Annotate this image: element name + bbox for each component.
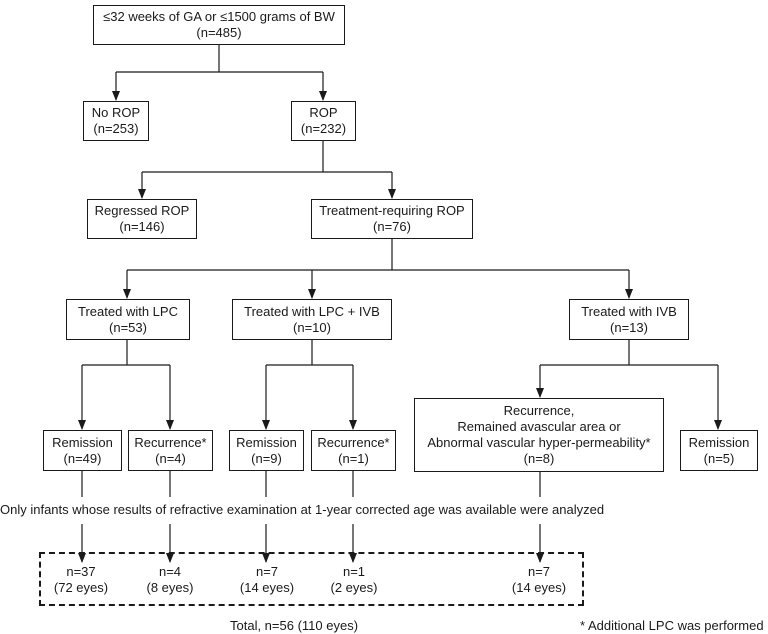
result-lpc-ivb-recurrence-n: n=1 [342, 564, 366, 579]
lpc-ivb-recurrence-label: Recurrence* [317, 434, 390, 450]
lpc-count: (n=53) [109, 319, 147, 335]
lpc-remission-label: Remission [52, 434, 113, 450]
lpc-ivb-remission-label: Remission [236, 434, 297, 450]
ivb-label: Treated with IVB [581, 303, 677, 319]
ivb-recurrence-line-3: Abnormal vascular hyper-permeability* [427, 435, 651, 450]
total-summary: Total, n=56 (110 eyes) [230, 618, 359, 633]
lpc-ivb-remission-count: (n=9) [251, 450, 282, 466]
box-rop: ROP (n=232) [291, 101, 356, 141]
ivb-remission-label: Remission [688, 434, 750, 450]
result-ivb-recurrence-eyes: (14 eyes) [511, 580, 567, 595]
box-treatment-requiring-rop: Treatment-requiring ROP (n=76) [311, 199, 473, 239]
ivb-recurrence-line-1: Recurrence, [503, 403, 575, 418]
box-ivb-recurrence: Recurrence, Remained avascular area or A… [414, 398, 664, 472]
root-count: (n=485) [196, 25, 242, 40]
footnote: * Additional LPC was performed [580, 618, 764, 633]
box-no-rop: No ROP (n=253) [83, 101, 149, 141]
result-lpc-recurrence-eyes: (8 eyes) [146, 580, 194, 595]
lpc-recurrence-label: Recurrence* [134, 434, 207, 450]
result-lpc-remission-n: n=37 [66, 564, 96, 579]
ivb-recurrence-count: (n=8) [523, 451, 555, 466]
result-lpc-ivb-recurrence-eyes: (2 eyes) [330, 580, 378, 595]
lpc-recurrence-count: (n=4) [155, 450, 186, 466]
ivb-recurrence-line-2: Remained avascular area or [457, 419, 621, 434]
regressed-label: Regressed ROP [94, 203, 190, 218]
result-lpc-ivb-recurrence: n=1 (2 eyes) [314, 564, 394, 596]
result-lpc-remission: n=37 (72 eyes) [43, 564, 119, 596]
no-rop-label: No ROP [91, 105, 141, 120]
box-treated-lpc: Treated with LPC (n=53) [66, 299, 190, 340]
result-lpc-ivb-remission-eyes: (14 eyes) [239, 580, 295, 595]
lpc-ivb-count: (n=10) [293, 319, 331, 335]
rop-label: ROP [309, 105, 338, 120]
treatment-label: Treatment-requiring ROP [319, 203, 465, 218]
regressed-count: (n=146) [119, 219, 165, 234]
ivb-count: (n=13) [610, 319, 648, 335]
result-ivb-recurrence-n: n=7 [527, 564, 551, 579]
result-lpc-recurrence-n: n=4 [158, 564, 182, 579]
result-lpc-recurrence: n=4 (8 eyes) [130, 564, 210, 596]
box-lpc-remission: Remission (n=49) [43, 430, 122, 471]
box-treated-lpc-ivb: Treated with LPC + IVB (n=10) [232, 299, 392, 340]
ivb-remission-count: (n=5) [703, 450, 735, 466]
lpc-remission-count: (n=49) [63, 450, 102, 466]
rop-count: (n=232) [300, 121, 347, 136]
box-ivb-remission: Remission (n=5) [680, 430, 758, 471]
box-root-population: ≤32 weeks of GA or ≤1500 grams of BW (n=… [93, 5, 345, 45]
results-dashed-box [39, 552, 584, 606]
treatment-count: (n=76) [373, 219, 411, 234]
lpc-label: Treated with LPC [78, 303, 178, 319]
result-ivb-recurrence: n=7 (14 eyes) [499, 564, 579, 596]
lpc-ivb-label: Treated with LPC + IVB [244, 303, 380, 319]
box-regressed-rop: Regressed ROP (n=146) [87, 199, 197, 239]
box-treated-ivb: Treated with IVB (n=13) [569, 299, 689, 340]
result-lpc-ivb-remission-n: n=7 [255, 564, 279, 579]
lpc-ivb-recurrence-count: (n=1) [338, 450, 369, 466]
no-rop-count: (n=253) [93, 121, 139, 136]
box-lpc-ivb-remission: Remission (n=9) [229, 430, 304, 471]
analysis-note: Only infants whose results of refractive… [0, 502, 605, 517]
result-lpc-ivb-remission: n=7 (14 eyes) [227, 564, 307, 596]
box-lpc-recurrence: Recurrence* (n=4) [128, 430, 213, 471]
box-lpc-ivb-recurrence: Recurrence* (n=1) [311, 430, 396, 471]
result-lpc-remission-eyes: (72 eyes) [53, 580, 109, 595]
root-label: ≤32 weeks of GA or ≤1500 grams of BW [103, 9, 335, 24]
